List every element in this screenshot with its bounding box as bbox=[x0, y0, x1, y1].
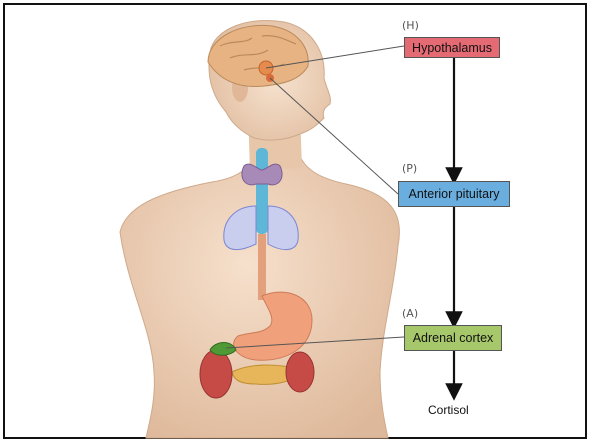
adrenal-cortex-box: Adrenal cortex bbox=[404, 325, 502, 351]
anterior-pituitary-box: Anterior pituitary bbox=[398, 181, 510, 207]
trachea bbox=[256, 148, 268, 234]
hypothalamus-box: Hypothalamus bbox=[404, 37, 500, 58]
adrenal-letter: (A) bbox=[402, 307, 418, 320]
esophagus bbox=[258, 234, 266, 300]
pituitary-letter: (P) bbox=[402, 162, 417, 175]
left-kidney bbox=[200, 350, 232, 398]
right-kidney bbox=[286, 352, 314, 392]
cortisol-label: Cortisol bbox=[428, 403, 469, 417]
hypothalamus-letter: (H) bbox=[402, 19, 419, 32]
